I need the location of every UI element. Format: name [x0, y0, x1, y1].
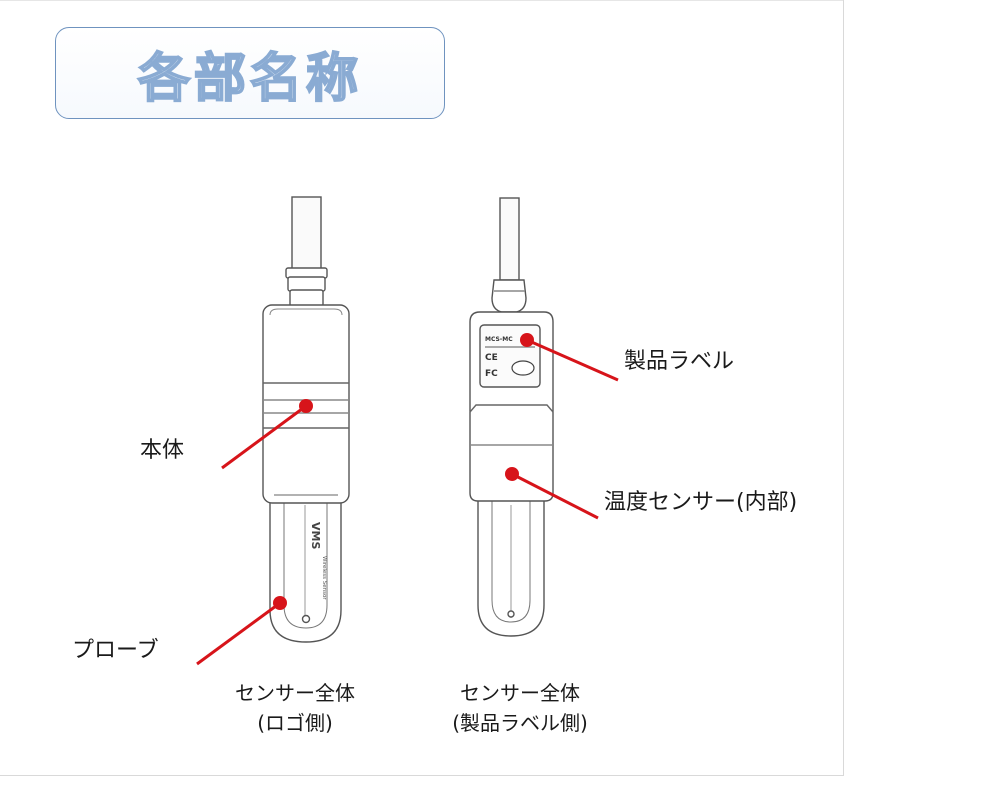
page-title: 各部名称: [137, 48, 362, 110]
marker-dot: [520, 333, 534, 347]
left-probe-subtext: Wireless Sensor: [321, 556, 327, 600]
sensor-logo-side: [262, 196, 350, 643]
label-probe: プローブ: [72, 638, 159, 663]
marker-dot: [273, 596, 287, 610]
label-body: 本体: [140, 438, 185, 463]
right-strain-relief: [491, 279, 527, 313]
left-connector-ring: [287, 276, 326, 292]
caption-logo-side-line1: センサー全体: [235, 681, 355, 705]
marker-dot: [299, 399, 313, 413]
callout-product-label: [520, 333, 619, 382]
right-label-logo: [511, 360, 535, 376]
marker-dot: [505, 467, 519, 481]
caption-label-side-line1: センサー全体: [460, 681, 580, 705]
callout-body: [221, 399, 313, 470]
right-probe-hole: [507, 610, 515, 618]
right-cable: [499, 197, 520, 281]
left-probe-inner: [283, 500, 328, 629]
caption-label-side-line2: (製品ラベル側): [452, 711, 588, 735]
caption-logo-side: センサー全体 (ロゴ側): [210, 678, 380, 738]
label-product-label: 製品ラベル: [624, 349, 735, 374]
frame-bottom: [0, 775, 844, 776]
frame-right: [843, 0, 844, 775]
left-probe-hole: [301, 614, 311, 624]
caption-label-side: センサー全体 (製品ラベル側): [420, 678, 620, 738]
sensor-label-side: [469, 197, 554, 637]
title-box: 各部名称: [55, 27, 445, 119]
left-cable: [291, 196, 322, 270]
left-connector-neck: [289, 289, 324, 307]
frame-top: [0, 0, 844, 1]
callout-probe: [196, 596, 287, 666]
right-label-ce: CE: [485, 353, 498, 363]
right-label-code: MCS-MC: [485, 336, 513, 343]
left-probe-logo: VMS: [309, 522, 322, 549]
label-temp-sensor: 温度センサー(内部): [604, 490, 798, 515]
caption-logo-side-line2: (ロゴ側): [257, 711, 333, 735]
callout-temp-sensor: [505, 467, 599, 520]
right-label-fc: FC: [485, 369, 498, 379]
